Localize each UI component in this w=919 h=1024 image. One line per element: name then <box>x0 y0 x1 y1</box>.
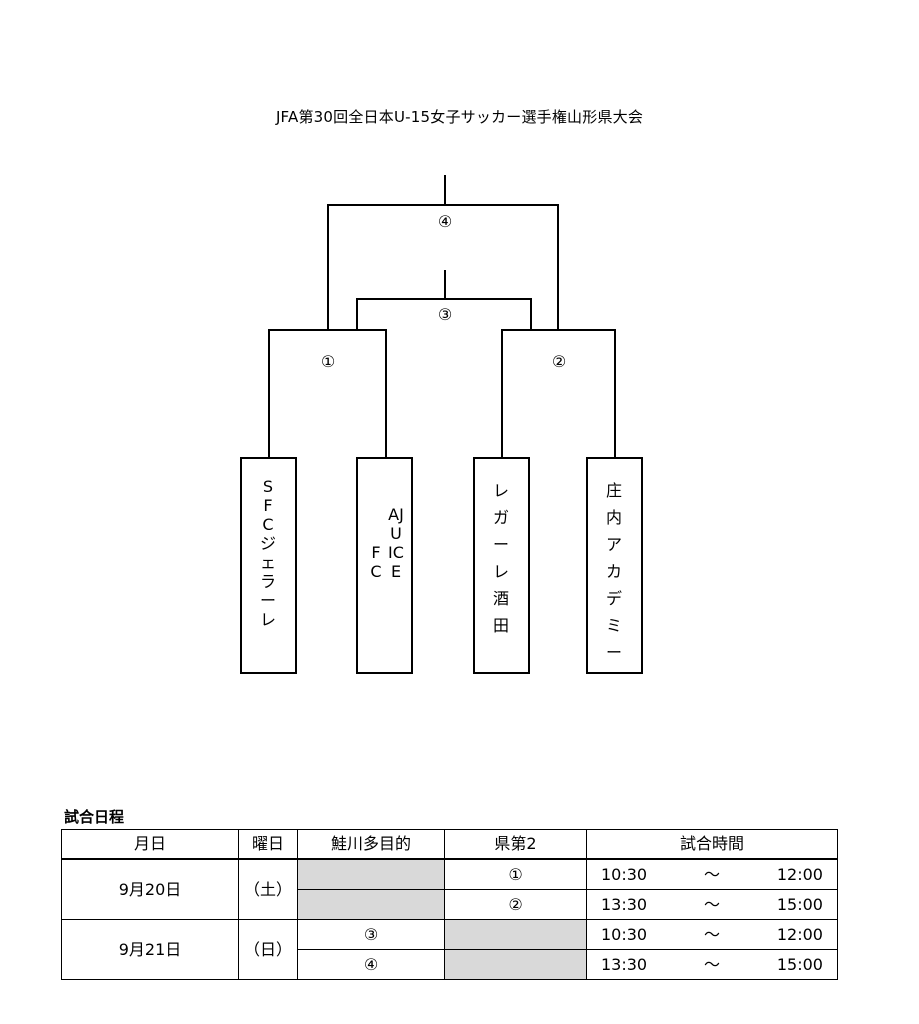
start-time: 10:30 <box>601 864 648 884</box>
match-number-3: ③ <box>437 305 453 324</box>
header-venue-sakegawa: 鮭川多目的 <box>297 829 445 860</box>
team-box-shonai-academy: 庄内アカデミー <box>586 457 643 674</box>
time-separator: ～ <box>703 954 720 974</box>
team-box-regare-sakata: レガーレ酒田 <box>473 457 530 674</box>
header-venue-ken2: 県第2 <box>444 829 587 860</box>
day-cell: （土） <box>238 858 298 920</box>
team-box-ajuice-fc: AJUICE FC <box>356 457 413 674</box>
time-cell: 13:30 ～ 15:00 <box>586 889 838 920</box>
venue2-cell <box>444 919 587 950</box>
team-name-col-2: FC <box>370 543 382 581</box>
time-separator: ～ <box>703 924 720 944</box>
bracket-line-third <box>356 298 532 330</box>
venue2-cell: ② <box>444 889 587 920</box>
venue1-cell: ③ <box>297 919 445 950</box>
header-date: 月日 <box>61 829 239 860</box>
time-separator: ～ <box>703 864 720 884</box>
bracket-line-final <box>327 204 559 330</box>
date-cell: 9月21日 <box>61 919 239 980</box>
date-cell: 9月20日 <box>61 858 239 920</box>
venue2-cell: ① <box>444 858 587 890</box>
team-name: SFCジェラーレ <box>260 477 277 629</box>
bracket-line-semi-1 <box>268 329 387 457</box>
end-time: 12:00 <box>776 864 823 884</box>
time-separator: ～ <box>703 894 720 914</box>
bracket-line-semi-2 <box>501 329 616 457</box>
table-row: 9月21日 （日） ③ 10:30 ～ 12:00 <box>61 919 838 980</box>
start-time: 10:30 <box>601 924 648 944</box>
team-name: レガーレ酒田 <box>493 481 510 635</box>
day-cell: （日） <box>238 919 298 980</box>
team-box-sfc-gerare: SFCジェラーレ <box>240 457 297 674</box>
header-day: 曜日 <box>238 829 298 860</box>
start-time: 13:30 <box>601 954 648 974</box>
time-cell: 10:30 ～ 12:00 <box>586 858 838 890</box>
table-row: ④ 13:30 ～ 15:00 <box>62 949 838 980</box>
match-number-2: ② <box>551 352 567 371</box>
start-time: 13:30 <box>601 894 648 914</box>
schedule-label: 試合日程 <box>64 808 125 826</box>
table-row: 9月20日 （土） ① 10:30 ～ 12:00 <box>61 858 838 920</box>
venue2-cell <box>444 949 587 980</box>
table-header-row: 月日 曜日 鮭川多目的 県第2 試合時間 <box>61 829 838 860</box>
end-time: 15:00 <box>776 894 823 914</box>
venue1-cell <box>297 889 445 920</box>
end-time: 12:00 <box>776 924 823 944</box>
end-time: 15:00 <box>776 954 823 974</box>
match-number-1: ① <box>320 352 336 371</box>
time-cell: 13:30 ～ 15:00 <box>586 949 838 980</box>
tournament-bracket <box>268 175 616 457</box>
match-number-4: ④ <box>437 212 453 231</box>
venue1-cell: ④ <box>297 949 445 980</box>
schedule-table: 月日 曜日 鮭川多目的 県第2 試合時間 9月20日 （土） ① 10:30 ～… <box>61 829 838 980</box>
venue1-cell <box>297 858 445 890</box>
time-cell: 10:30 ～ 12:00 <box>586 919 838 950</box>
page-title: JFA第30回全日本U-15女子サッカー選手権山形県大会 <box>275 108 644 126</box>
header-time: 試合時間 <box>586 829 838 860</box>
team-name: 庄内アカデミー <box>606 481 623 662</box>
team-name-col-1: AJUICE <box>388 505 404 581</box>
